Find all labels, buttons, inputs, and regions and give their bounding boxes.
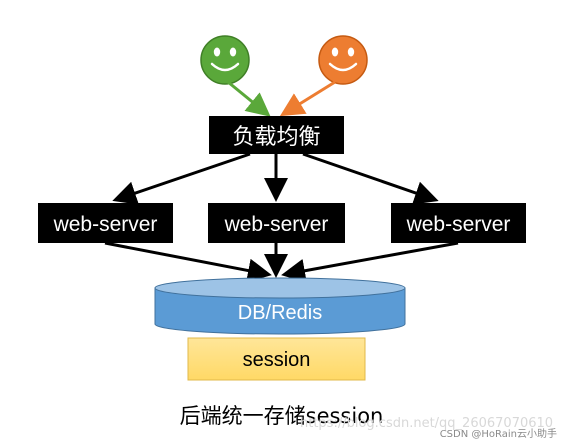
session-label: session xyxy=(243,349,311,371)
arrow-server-right-to-db xyxy=(281,241,459,283)
user-green-smiley-icon xyxy=(200,35,250,85)
load-balancer-label: 负载均衡 xyxy=(232,125,320,150)
arrow-orange-to-lb xyxy=(279,80,336,117)
user-orange-smiley-icon xyxy=(318,35,368,85)
web-server-box-middle xyxy=(208,203,345,243)
arrow-lb-to-server-right xyxy=(302,152,439,205)
architecture-diagram: 负载均衡 web-server web-server web-server DB… xyxy=(38,35,526,381)
arrow-server-left-to-db xyxy=(104,241,272,283)
load-balancer-box xyxy=(209,116,344,154)
db-redis-label: DB/Redis xyxy=(238,302,322,324)
web-server-box-left xyxy=(38,203,173,243)
web-server-label-middle: web-server xyxy=(224,213,329,236)
csdn-watermark: CSDN @HoRain云小助手 xyxy=(439,429,557,440)
arrow-green-to-lb xyxy=(227,80,271,117)
web-server-label-right: web-server xyxy=(406,213,511,236)
diagram-caption: 后端统一存储session xyxy=(179,404,384,428)
web-server-label-left: web-server xyxy=(53,213,158,236)
web-server-box-right xyxy=(391,203,526,243)
url-watermark: https://blog.csdn.net/qq_26067070610 xyxy=(300,416,554,431)
db-redis-cylinder xyxy=(154,277,406,335)
arrow-lb-to-server-left xyxy=(112,152,251,205)
session-box xyxy=(187,337,366,381)
